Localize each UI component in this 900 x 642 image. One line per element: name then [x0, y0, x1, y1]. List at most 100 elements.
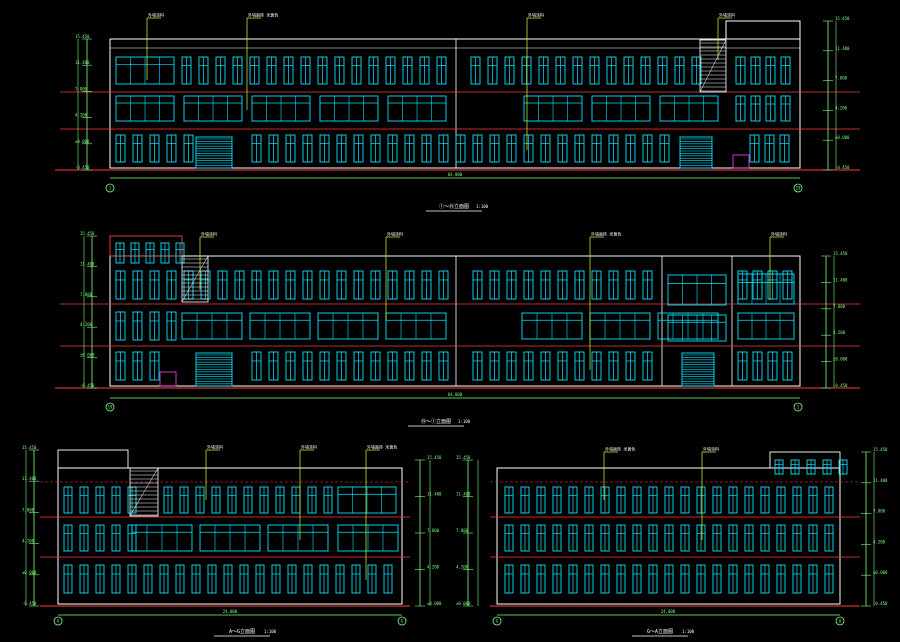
- window: [523, 270, 534, 300]
- window: [95, 486, 105, 514]
- window: [319, 270, 330, 300]
- level-label: 15.450: [833, 251, 848, 256]
- window: [111, 524, 121, 552]
- window: [776, 564, 786, 594]
- axis-bubble: A: [835, 616, 845, 626]
- window: [574, 134, 585, 163]
- window: [574, 351, 585, 381]
- window: [536, 524, 546, 552]
- window: [608, 351, 619, 381]
- window: [674, 56, 685, 85]
- caption-scale: 1:100: [264, 629, 277, 634]
- overall-dimension: 64,000: [448, 392, 463, 397]
- window: [268, 134, 279, 163]
- window: [472, 351, 483, 381]
- level-label: ±0.000: [75, 139, 90, 144]
- window: [132, 270, 143, 300]
- axis-circle: [105, 402, 115, 412]
- window: [808, 486, 818, 514]
- level-label: -0.450: [835, 165, 850, 170]
- roller-shutter-door: [195, 136, 233, 169]
- window: [600, 564, 610, 594]
- level-label: 15.450: [22, 445, 37, 450]
- window: [149, 270, 160, 300]
- window: [790, 459, 800, 475]
- window: [557, 134, 568, 163]
- window: [696, 524, 706, 552]
- level-label: 15.450: [75, 34, 90, 39]
- ribbon-window: [523, 95, 583, 122]
- window: [385, 56, 396, 85]
- caption-scale: 1:100: [476, 204, 489, 209]
- level-label: ±0.000: [873, 570, 888, 575]
- entrance-door: [732, 154, 750, 169]
- level-label: 11.400: [80, 261, 95, 266]
- ribbon-window: [249, 312, 311, 340]
- window: [752, 270, 763, 300]
- window: [436, 56, 447, 85]
- axis-label: 1: [797, 405, 800, 410]
- window: [520, 564, 530, 594]
- window: [735, 56, 746, 85]
- window: [696, 486, 706, 514]
- window: [691, 56, 702, 85]
- window: [115, 242, 125, 264]
- ribbon-window: [183, 95, 243, 122]
- level-label: 4.200: [427, 565, 440, 570]
- window: [191, 564, 201, 594]
- axis-label: 19: [796, 186, 801, 191]
- stair-frame: [129, 467, 159, 517]
- window: [584, 524, 594, 552]
- ribbon-window: [115, 95, 175, 122]
- axis-circle: [105, 183, 115, 193]
- material-leader: 外墙涂料: [146, 12, 164, 80]
- material-leader: 外墙涂料: [205, 444, 223, 500]
- window: [132, 134, 143, 163]
- level-label: 7.800: [75, 86, 88, 91]
- window: [632, 486, 642, 514]
- window: [251, 351, 262, 381]
- stair-flight: [181, 255, 209, 303]
- window: [115, 311, 126, 341]
- axis-bubble: 19: [105, 402, 115, 412]
- window: [838, 459, 848, 475]
- window: [489, 270, 500, 300]
- window: [266, 56, 277, 85]
- stair-tower: [181, 255, 209, 303]
- window: [370, 270, 381, 300]
- level-label: 7.800: [22, 507, 35, 512]
- ribbon-window: [521, 312, 583, 340]
- building-outline: [109, 255, 801, 387]
- window: [300, 56, 311, 85]
- level-label: ±0.000: [835, 135, 850, 140]
- window: [303, 564, 313, 594]
- level-label: 7.800: [456, 528, 469, 533]
- window: [625, 351, 636, 381]
- material-leader: 外墙涂料: [769, 231, 787, 300]
- window: [504, 524, 514, 552]
- window: [319, 351, 330, 381]
- level-label: 15.450: [456, 455, 471, 460]
- window: [591, 351, 602, 381]
- window: [616, 524, 626, 552]
- window: [183, 134, 194, 163]
- window: [268, 270, 279, 300]
- window: [591, 270, 602, 300]
- window: [648, 486, 658, 514]
- window: [336, 270, 347, 300]
- window: [664, 524, 674, 552]
- window: [255, 564, 265, 594]
- window: [749, 134, 760, 163]
- window: [319, 134, 330, 163]
- ribbon-window: [667, 274, 727, 306]
- caption-title: ①～⑲立面图: [439, 203, 469, 210]
- window: [79, 564, 89, 594]
- window: [215, 56, 226, 85]
- overall-dimension: 24,000: [223, 609, 238, 614]
- axis-circle: [793, 183, 803, 193]
- window: [584, 564, 594, 594]
- window: [271, 564, 281, 594]
- stair-flight: [129, 467, 159, 517]
